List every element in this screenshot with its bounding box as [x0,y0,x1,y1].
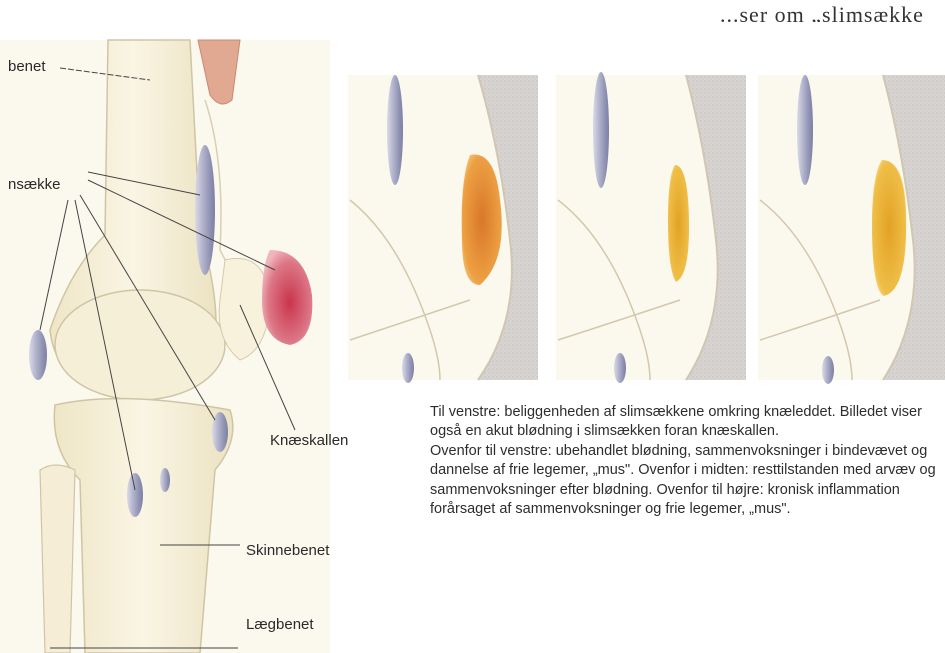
bursa-suprapatellar [195,145,215,275]
caption-paragraph-1: Til venstre: beliggenheden af slimsækken… [430,403,942,442]
caption-paragraph-2: Ovenfor til venstre: ubehandlet blødning… [430,442,942,520]
panel-chronic-inflammation [758,75,945,384]
fibula-bone [40,465,75,653]
bursa-infrapatellar [127,473,143,517]
bursa-lateral [212,412,228,452]
label-laarbenet: benet [8,58,46,75]
figure-caption: Til venstre: beliggenheden af slimsækken… [430,403,942,519]
femur-condyle [55,290,225,400]
label-slimsaekke: nsække [8,176,61,193]
label-laegbenet: Lægbenet [246,616,314,633]
panel-untreated-bleeding [348,75,538,383]
bursa-medial [29,330,47,380]
label-skinnebenet: Skinnebenet [246,542,329,559]
label-knaeskallen: Knæskallen [270,432,348,449]
panel-residual-scar [556,72,746,383]
